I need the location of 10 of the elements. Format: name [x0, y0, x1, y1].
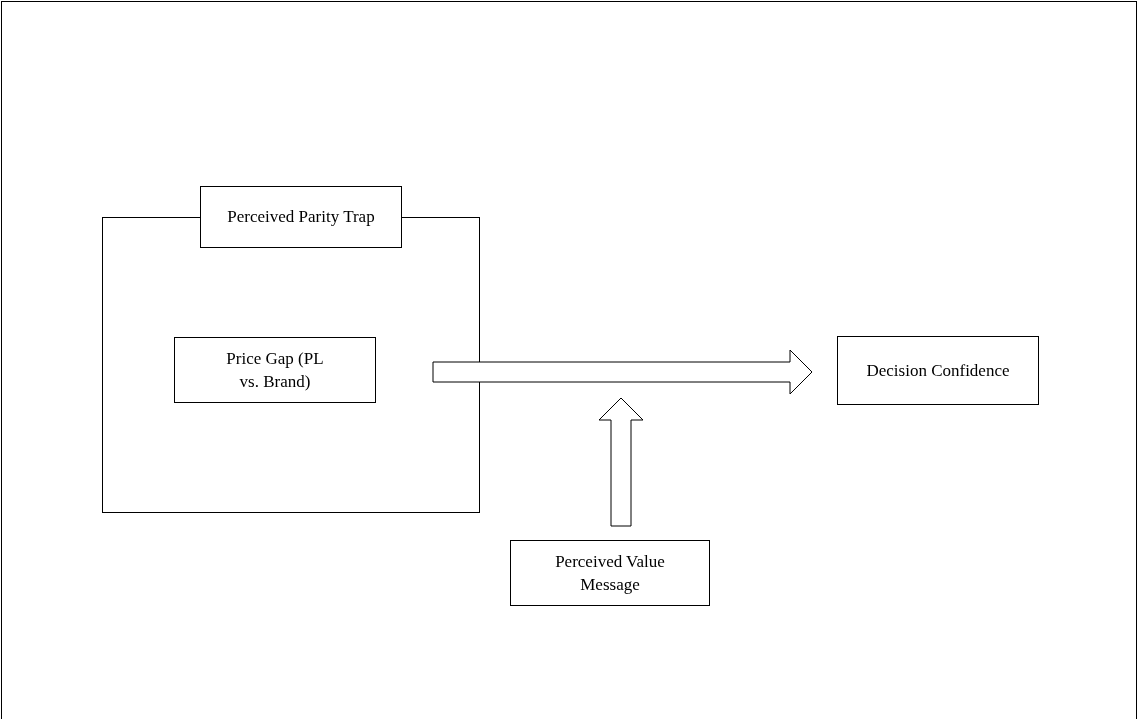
process-box	[837, 336, 1039, 405]
heading-box	[200, 186, 402, 248]
box-text: Perceived Value Message	[554, 550, 666, 596]
process-box	[174, 337, 376, 403]
box-text: Price Gap (PL vs. Brand)	[225, 347, 325, 393]
box-text: Decision Confidence	[866, 359, 1010, 382]
block-arrow	[432, 349, 813, 395]
process-box	[510, 540, 710, 606]
box-text: Perceived Parity Trap	[227, 206, 375, 229]
block-arrow	[598, 397, 644, 527]
